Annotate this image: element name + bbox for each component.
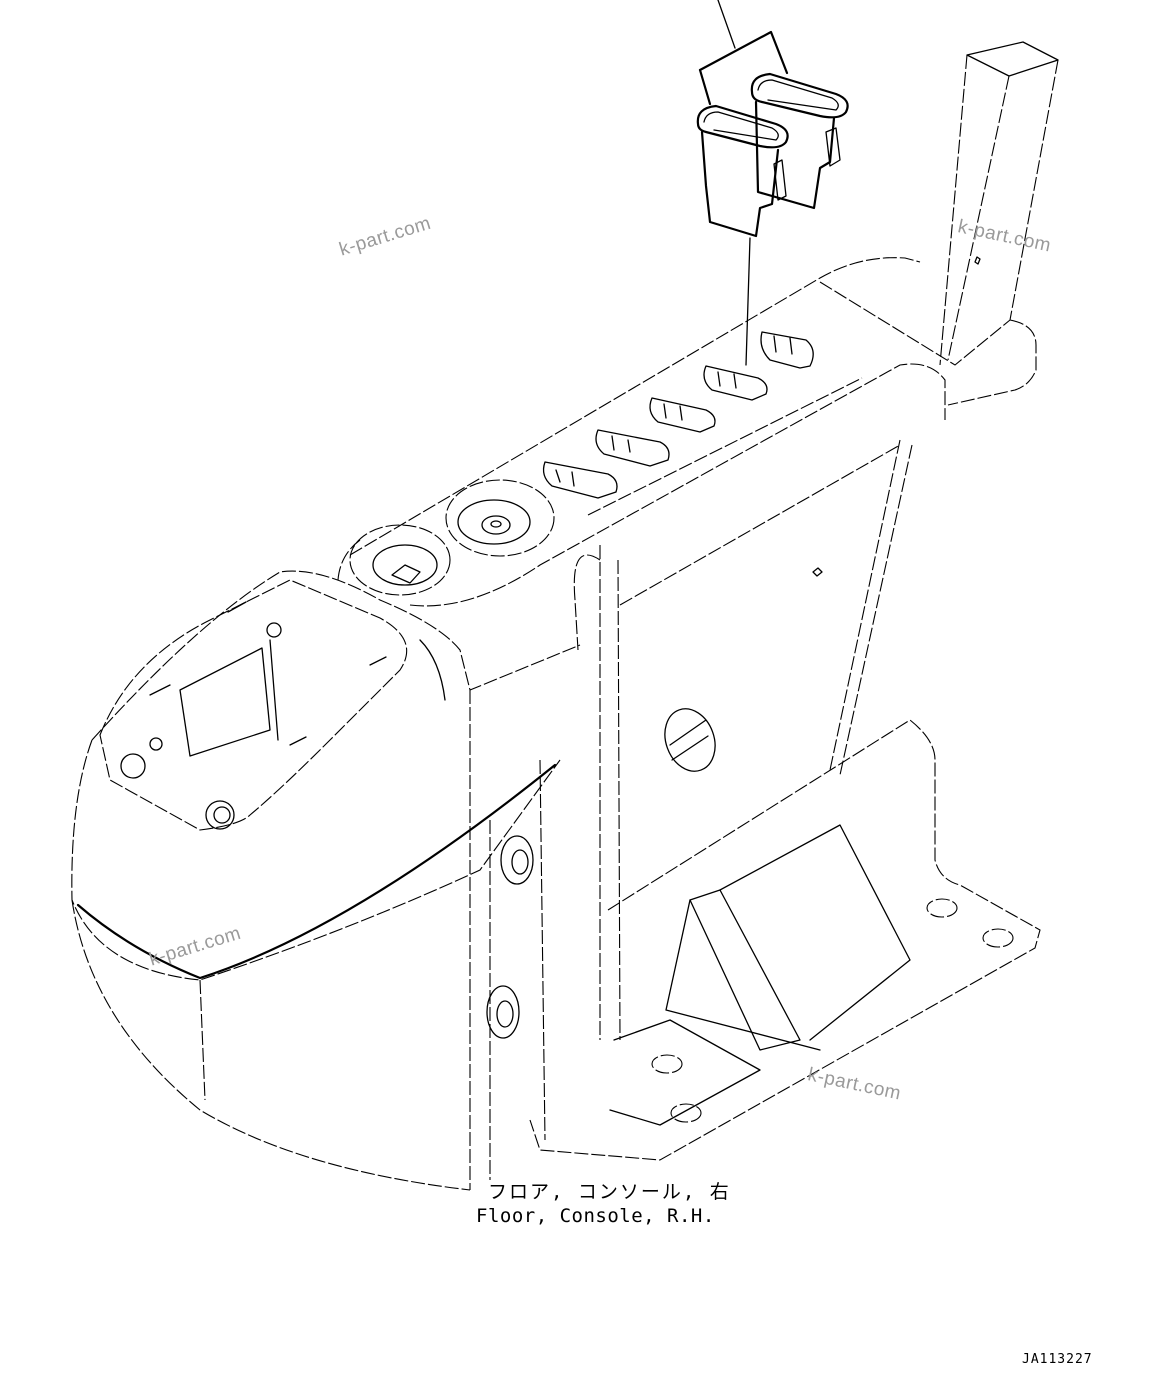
part-callout-label: フロア, コンソール, 右 Floor, Console, R.H.	[476, 1180, 731, 1228]
console-top	[337, 257, 1037, 651]
access-cover	[99, 579, 408, 831]
side-bolts	[486, 835, 534, 1039]
console-front-housing	[71, 570, 581, 1191]
switch-connector-rear	[698, 30, 849, 210]
part-label-japanese: フロア, コンソール, 右	[488, 1181, 731, 1203]
part-label-english: Floor, Console, R.H.	[476, 1205, 715, 1227]
round-socket-right	[445, 479, 555, 557]
switch-connector-front	[696, 68, 789, 366]
mounting-bracket	[529, 719, 1041, 1161]
round-socket-left	[349, 524, 451, 596]
leader-line-top	[717, 0, 736, 49]
vertical-post	[939, 41, 1059, 366]
figure-number: JA113227	[1022, 1352, 1093, 1367]
switch-slot-row	[542, 331, 814, 499]
console-side-panel	[599, 439, 913, 1041]
